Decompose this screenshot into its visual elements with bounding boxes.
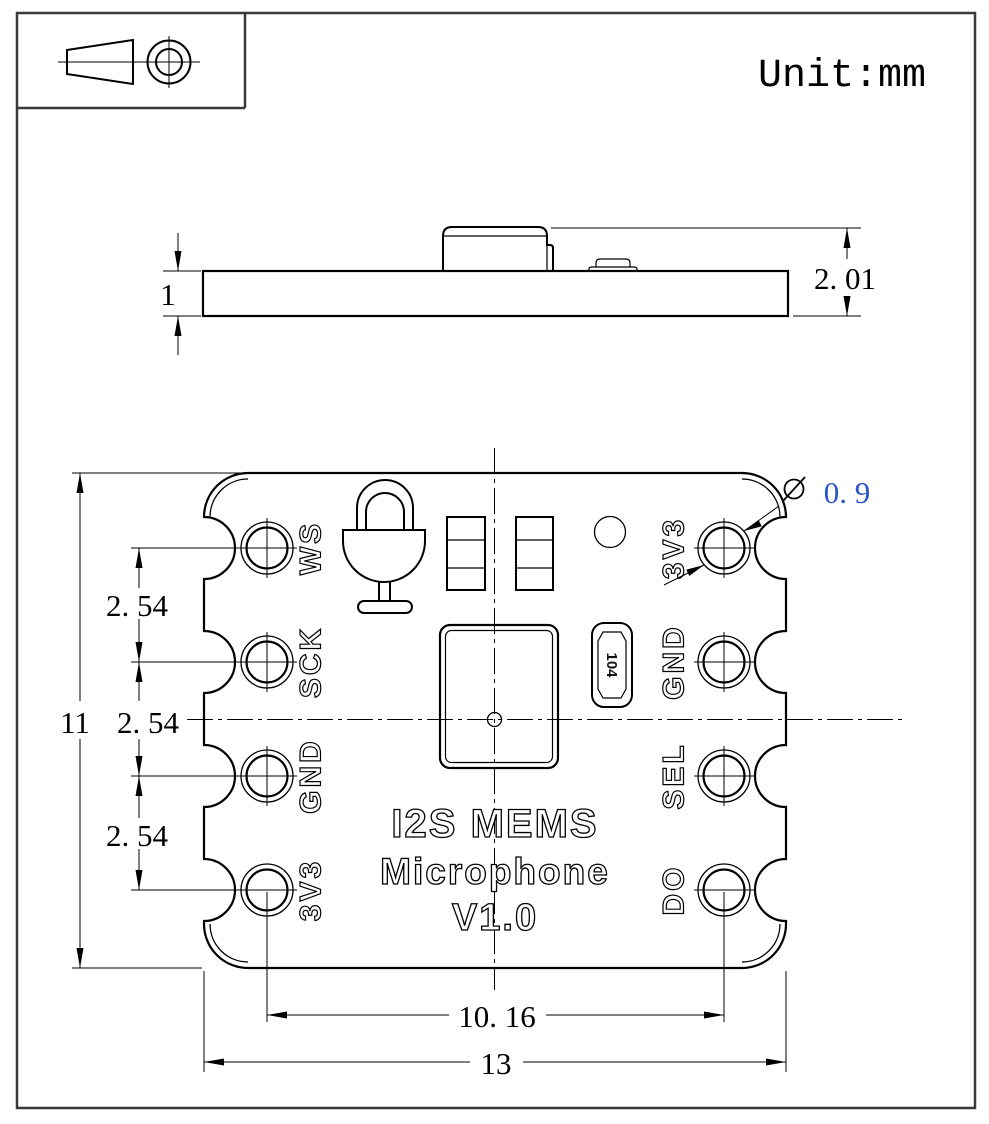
arrowhead-up-icon [135,548,143,568]
silk-circle-hole [593,515,627,549]
arrowhead-right-icon [704,1011,724,1019]
first-angle-projection-icon [17,13,247,110]
dim-value-pad-span: 10. 16 [458,999,536,1034]
arrowhead-down-icon [174,251,182,271]
arrowhead-down-icon [135,870,143,890]
silk-title-line1: I2S MEMS [391,802,598,846]
side-view: 1 2. 01 [160,226,876,355]
dim-pad-span: 10. 16 [266,892,725,1034]
microphone-icon [342,479,426,614]
pin-label-gnd-left: GND [295,738,328,814]
acoustic-port-hole [486,711,503,728]
arrowhead-up-icon [135,662,143,682]
dim-value-overall-height: 2. 01 [814,261,876,296]
arrowhead-right-icon [766,1058,786,1066]
corner-silk-arc [209,923,249,963]
silk-title-line2: Microphone [380,851,610,892]
dim-pcb-thickness: 1 [160,233,201,355]
arrowhead-down-icon [843,296,851,316]
dim-value-pitch-top: 2. 54 [106,588,169,623]
pin-label-3v3-right: 3V3 [658,517,691,579]
corner-silk-arc [741,478,781,518]
pin-label-3v3-left: 3V3 [295,859,328,921]
pin-label-sck: SCK [295,626,328,698]
capacitor-104: 104 [591,622,633,708]
diameter-symbol-icon [782,476,806,502]
dim-board-height: 11 [60,472,252,969]
pcb-side-profile [201,269,790,318]
pad-3v3-right [694,518,754,578]
unit-label: Unit:mm [758,54,926,99]
arrowhead-left-icon [267,1011,287,1019]
dim-value-board-height: 11 [60,705,90,740]
arrowhead-up-icon [76,473,84,493]
pin-label-gnd-right: GND [658,624,691,700]
pcb-board-outline [202,471,788,970]
pin-label-sel: SEL [658,742,691,809]
pad-sel [694,746,754,806]
dim-value-thickness: 1 [160,277,176,312]
sheet-border [15,11,977,1110]
arrowhead-icon [686,565,704,576]
dim-overall-height: 2. 01 [551,227,876,317]
capacitor-value-label: 104 [603,652,620,678]
pad-gnd-right [694,632,754,692]
dim-hole-diameter: 0. 9 [663,475,871,586]
corner-silk-arc [741,923,781,963]
arrowhead-down-icon [76,948,84,968]
mems-package [438,623,560,770]
dim-value-hole-diameter: 0. 9 [824,475,871,510]
front-view: WS SCK GND 3V3 3V3 GND SEL DO [187,448,905,990]
capacitor-component [446,516,486,591]
arrowhead-down-icon [135,642,143,662]
corner-silk-arc [209,478,249,518]
dim-board-width: 13 [203,971,787,1081]
capacitor-component [515,516,554,591]
arrowhead-up-icon [174,316,182,336]
cone-side-view-shape [66,38,134,86]
small-component-base [588,266,638,271]
silk-title-line3: V1.0 [452,897,538,939]
arrowhead-icon [744,520,762,531]
mic-package-side-profile [442,226,554,271]
arrowhead-up-icon [135,776,143,796]
pin-label-ws: WS [295,521,328,575]
arrowhead-up-icon [843,228,851,248]
arrowhead-left-icon [204,1058,224,1066]
small-component-dome [595,258,631,267]
dim-pin-pitch-chain: 2. 54 2. 54 2. 54 [106,547,297,891]
arrowhead-down-icon [135,756,143,776]
dim-value-board-width: 13 [481,1046,512,1081]
dim-value-pitch-bottom: 2. 54 [106,818,169,853]
dim-value-pitch-mid: 2. 54 [117,705,180,740]
pin-label-do: DO [658,865,691,916]
